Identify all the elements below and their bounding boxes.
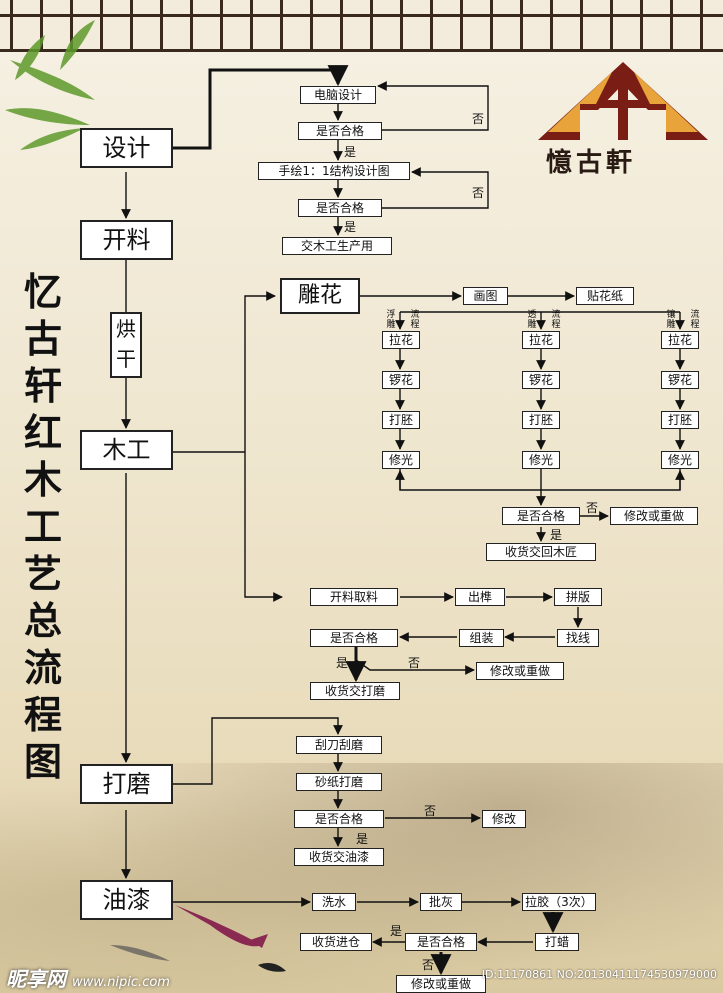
- col2-note-c: 流: [551, 310, 561, 320]
- col1-note-a: 浮: [386, 310, 396, 320]
- paint-store: 收货进仓: [300, 933, 372, 951]
- polish-check: 是否合格: [294, 810, 384, 828]
- design-deliver: 交木工生产用: [282, 237, 392, 255]
- col2-note-d: 程: [551, 320, 561, 330]
- joinery-check: 是否合格: [310, 629, 398, 647]
- brand-logo: 憶古軒: [538, 62, 708, 178]
- step-paint: 油漆: [80, 880, 173, 920]
- carving-step: 打胚: [522, 411, 560, 429]
- paint-putty: 批灰: [420, 893, 462, 911]
- step-wood: 木工: [80, 430, 173, 470]
- carving-step: 拉花: [382, 331, 420, 349]
- watermark-site: 昵享网 www.nipic.com: [6, 963, 170, 992]
- carving-draw: 画图: [463, 287, 508, 305]
- polish-fix: 修改: [482, 810, 526, 828]
- col2-note-b: 雕: [527, 320, 537, 330]
- joinery-board: 拼版: [554, 588, 602, 606]
- carving-step: 锣花: [661, 371, 699, 389]
- page-title: 忆古轩红木工艺总流程图: [23, 269, 62, 784]
- paint-wash: 洗水: [312, 893, 356, 911]
- joinery-redo: 修改或重做: [476, 662, 564, 680]
- carving-no: 否: [586, 501, 599, 515]
- carving-step: 打胚: [661, 411, 699, 429]
- paint-no: 否: [422, 958, 435, 972]
- paint-glue: 拉胶（3次）: [522, 893, 596, 911]
- carving-paste: 贴花纸: [576, 287, 634, 305]
- design-no-2: 否: [472, 186, 485, 200]
- design-check-2: 是否合格: [298, 199, 382, 217]
- carving-step: 锣花: [522, 371, 560, 389]
- joinery-cut: 开料取料: [310, 588, 398, 606]
- carving-check: 是否合格: [502, 507, 580, 525]
- design-check-1: 是否合格: [298, 122, 382, 140]
- col3-note-a: 镶: [666, 310, 676, 320]
- carving-redo: 修改或重做: [610, 507, 698, 525]
- paint-yes: 是: [390, 924, 403, 938]
- col3-note-c: 流: [690, 310, 700, 320]
- carving-step: 修光: [522, 451, 560, 469]
- hand-draw: 手绘1：1结构设计图: [258, 162, 410, 180]
- joinery-assemble: 组装: [459, 629, 504, 647]
- col3-note-d: 程: [690, 320, 700, 330]
- carving-step: 拉花: [522, 331, 560, 349]
- col1-note-b: 雕: [386, 320, 396, 330]
- fish-decoration: [110, 905, 286, 972]
- polish-sand: 砂纸打磨: [296, 773, 382, 791]
- polish-scrape: 刮刀刮磨: [296, 736, 382, 754]
- carving-step: 拉花: [661, 331, 699, 349]
- carving-yes: 是: [550, 528, 563, 542]
- joinery-no: 否: [408, 656, 421, 670]
- logo-text: 憶古軒: [546, 148, 637, 178]
- step-polish: 打磨: [80, 764, 173, 804]
- watermark-id: ID:11170861 NO:20130411174530979000: [481, 968, 717, 981]
- step-dry: 烘干: [110, 312, 142, 378]
- carving-step: 锣花: [382, 371, 420, 389]
- polish-no: 否: [424, 804, 437, 818]
- watermark-site-name: 昵享网: [6, 967, 66, 991]
- col1-note-d: 程: [410, 320, 420, 330]
- step-design: 设计: [80, 128, 173, 168]
- polish-deliver: 收货交油漆: [294, 848, 384, 866]
- paint-check: 是否合格: [405, 933, 477, 951]
- carving-step: 修光: [382, 451, 420, 469]
- paint-redo: 修改或重做: [396, 975, 486, 993]
- fretwork-border: [0, 0, 723, 52]
- step-cut: 开料: [80, 220, 173, 260]
- col2-note-a: 透: [527, 310, 537, 320]
- col3-note-b: 雕: [666, 320, 676, 330]
- design-yes-1: 是: [344, 145, 357, 159]
- design-yes-2: 是: [344, 220, 357, 234]
- joinery-fit: 找线: [557, 629, 599, 647]
- carving-step: 打胚: [382, 411, 420, 429]
- paint-wax: 打蜡: [535, 933, 579, 951]
- polish-yes: 是: [356, 832, 369, 846]
- joinery-deliver: 收货交打磨: [310, 682, 400, 700]
- design-no-1: 否: [472, 112, 485, 126]
- computer-design: 电脑设计: [300, 86, 376, 104]
- joinery-tenon: 出榫: [455, 588, 505, 606]
- bamboo-decoration: [5, 20, 95, 150]
- watermark-url: www.nipic.com: [72, 975, 170, 990]
- carving-deliver: 收货交回木匠: [486, 543, 596, 561]
- joinery-yes: 是: [336, 656, 349, 670]
- col1-note-c: 流: [410, 310, 420, 320]
- carving-title: 雕花: [280, 278, 360, 314]
- carving-step: 修光: [661, 451, 699, 469]
